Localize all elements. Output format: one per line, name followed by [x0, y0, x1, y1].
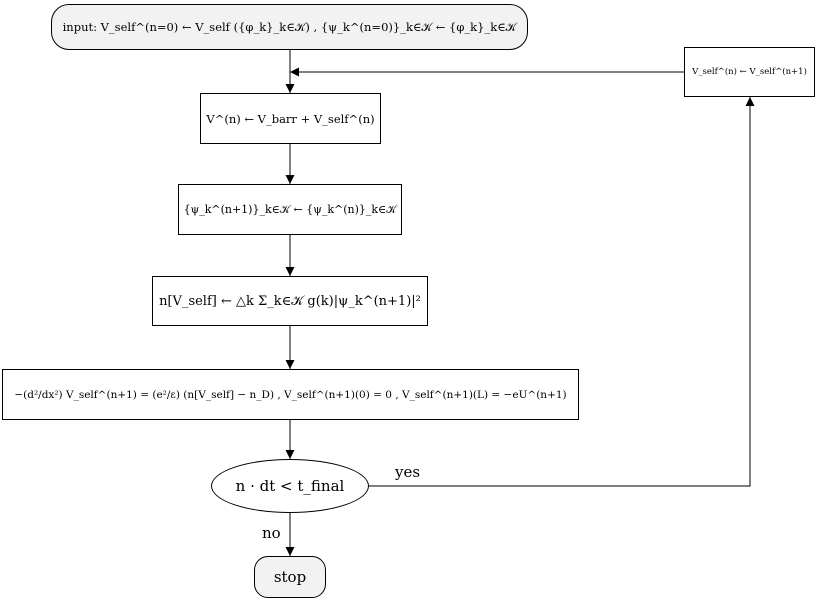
- wavefunction-node: {ψ_k^(n+1)}_k∈𝒦 ← {ψ_k^(n)}_k∈𝒦: [178, 184, 402, 235]
- arrow-condition-to-update: [369, 97, 755, 487]
- density-formula: n[V_self] ← △k Σ_k∈𝒦 g(k)|ψ_k^(n+1)|²: [159, 293, 421, 309]
- condition-node: n · dt < t_final: [211, 459, 369, 513]
- wavefunction-formula: {ψ_k^(n+1)}_k∈𝒦 ← {ψ_k^(n)}_k∈𝒦: [183, 202, 397, 216]
- update-formula: V_self^(n) ← V_self^(n+1): [692, 67, 807, 77]
- input-formula: input: V_self^(n=0) ← V_self ({φ_k}_k∈𝒦)…: [62, 19, 517, 34]
- stop-label: stop: [273, 568, 307, 586]
- input-node: input: V_self^(n=0) ← V_self ({φ_k}_k∈𝒦)…: [51, 4, 528, 50]
- edge-label-yes: yes: [395, 463, 421, 481]
- potential-node: V^(n) ← V_barr + V_self^(n): [200, 93, 381, 144]
- edge-label-no: no: [262, 524, 281, 542]
- update-node: V_self^(n) ← V_self^(n+1): [684, 47, 815, 97]
- poisson-formula: −(d²/dx²) V_self^(n+1) = (e²/ε) (n[V_sel…: [14, 388, 567, 401]
- density-node: n[V_self] ← △k Σ_k∈𝒦 g(k)|ψ_k^(n+1)|²: [152, 276, 428, 326]
- stop-node: stop: [254, 556, 326, 598]
- condition-formula: n · dt < t_final: [235, 477, 345, 495]
- potential-formula: V^(n) ← V_barr + V_self^(n): [206, 111, 375, 126]
- poisson-node: −(d²/dx²) V_self^(n+1) = (e²/ε) (n[V_sel…: [2, 369, 579, 420]
